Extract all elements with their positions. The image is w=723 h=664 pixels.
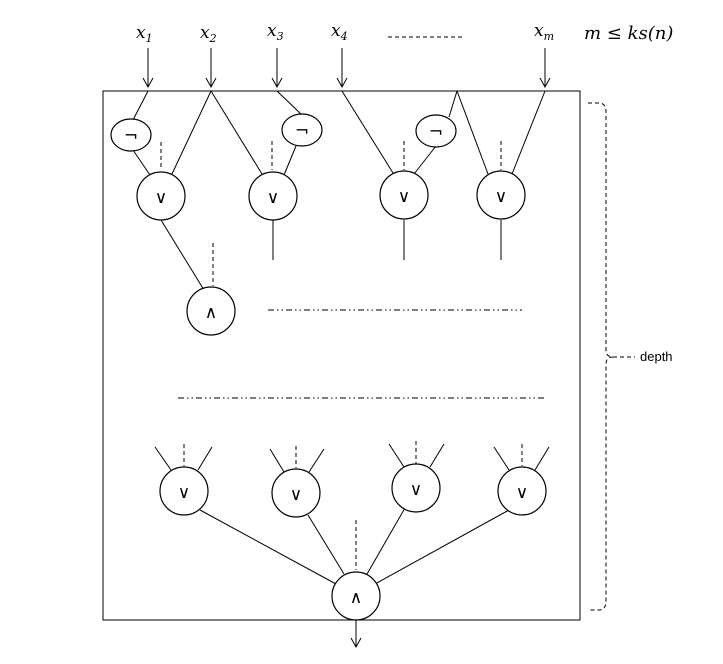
or-gate-3: ∨ <box>379 170 429 220</box>
wire-x4-or3 <box>341 90 394 174</box>
wire-x2-or1 <box>171 90 212 175</box>
or-gate-6: ∨ <box>271 468 321 518</box>
output-and-gate-symbol: ∧ <box>350 588 362 608</box>
or-gate-8-shape <box>497 466 547 516</box>
or-gate-1-shape <box>136 171 186 221</box>
input-arrows <box>142 48 551 89</box>
circuit-box <box>102 90 581 621</box>
wire-or5-output-and <box>199 509 337 585</box>
not-gate-1-shape <box>110 118 152 152</box>
input-label-x4: x4 <box>331 21 348 43</box>
arrow-head-xm <box>539 77 551 89</box>
arrow-head-x2 <box>205 77 217 89</box>
and-gate-1-shape <box>186 286 236 336</box>
not-gate-3-shape <box>415 114 457 148</box>
wire-or8-output-and <box>374 509 510 585</box>
top-wires <box>132 90 546 291</box>
not-gate-3: ¬ <box>415 114 457 148</box>
or-gate-1-symbol: ∨ <box>155 188 167 208</box>
wire-not4-or3 <box>413 145 437 175</box>
fanin-left-or6 <box>269 448 285 473</box>
or-gate-2-symbol: ∨ <box>267 188 279 208</box>
wire-x3-not <box>276 90 303 116</box>
or-gate-5-shape <box>159 466 209 516</box>
not-gate-1: ¬ <box>110 118 152 152</box>
output-and-gate-shape <box>331 571 381 621</box>
wire-xm-or4 <box>511 90 546 175</box>
input-labels: x1 x2 x3 x4 xm m ≤ ks(n) <box>136 21 673 45</box>
not-gate-2-shape <box>281 113 323 147</box>
arrow-head-x1 <box>142 77 154 89</box>
input-label-x1: x1 <box>136 23 153 45</box>
and-gate-1: ∧ <box>186 286 236 336</box>
depth-label: depth <box>640 349 673 364</box>
wire-not-or2 <box>283 145 297 176</box>
input-label-x3: x3 <box>267 21 284 43</box>
depth-brace: depth <box>588 102 673 611</box>
output-arrow-head <box>350 637 362 649</box>
or-gate-8-symbol: ∨ <box>516 483 528 503</box>
or-gate-4-shape <box>476 170 526 220</box>
wire-top-or4 <box>456 90 489 175</box>
bottom-wires <box>154 441 550 649</box>
wire-x1-not <box>132 90 149 121</box>
fanin-right-or6 <box>308 448 325 473</box>
fanin-right-or7 <box>429 443 445 468</box>
or-gate-8: ∨ <box>497 466 547 516</box>
fanin-left-or5 <box>154 446 172 471</box>
or-gate-5: ∨ <box>159 466 209 516</box>
not-gate-1-symbol: ¬ <box>124 126 138 146</box>
or-gate-3-shape <box>379 170 429 220</box>
or-gate-4-symbol: ∨ <box>495 187 507 207</box>
or-gate-6-symbol: ∨ <box>290 485 302 505</box>
fanin-left-or7 <box>388 443 405 468</box>
wire-x2-or2 <box>210 90 263 175</box>
or-gate-2-shape <box>248 171 298 221</box>
fanin-left-or8 <box>493 446 510 471</box>
or-gate-3-symbol: ∨ <box>398 187 410 207</box>
arrow-head-x3 <box>271 77 283 89</box>
not-gate-2-symbol: ¬ <box>295 121 309 141</box>
wire-or1-and <box>160 219 205 291</box>
fanin-right-or8 <box>534 446 550 471</box>
or-gate-7-shape <box>391 463 441 513</box>
or-gate-4: ∨ <box>476 170 526 220</box>
input-label-xm: xm <box>534 21 554 43</box>
or-gate-5-symbol: ∨ <box>178 483 190 503</box>
output-and-gate: ∧ <box>331 571 381 621</box>
arrow-head-x4 <box>336 77 348 89</box>
or-gate-1: ∨ <box>136 171 186 221</box>
or-gate-7: ∨ <box>391 463 441 513</box>
and-gate-1-symbol: ∧ <box>205 303 217 323</box>
not-gate-2: ¬ <box>281 113 323 147</box>
or-gate-7-symbol: ∨ <box>410 480 422 500</box>
wire-top-not4 <box>448 90 458 118</box>
or-gate-6-shape <box>271 468 321 518</box>
depth-brace-line <box>588 102 614 611</box>
wire-or7-output-and <box>366 507 406 575</box>
fanin-right-or5 <box>197 446 213 471</box>
wire-not-or1 <box>132 149 151 176</box>
input-label-x2: x2 <box>200 23 217 45</box>
not-gate-3-symbol: ¬ <box>429 122 443 142</box>
or-gate-2: ∨ <box>248 171 298 221</box>
input-count-condition: m ≤ ks(n) <box>584 23 673 44</box>
wire-or6-output-and <box>307 514 345 575</box>
